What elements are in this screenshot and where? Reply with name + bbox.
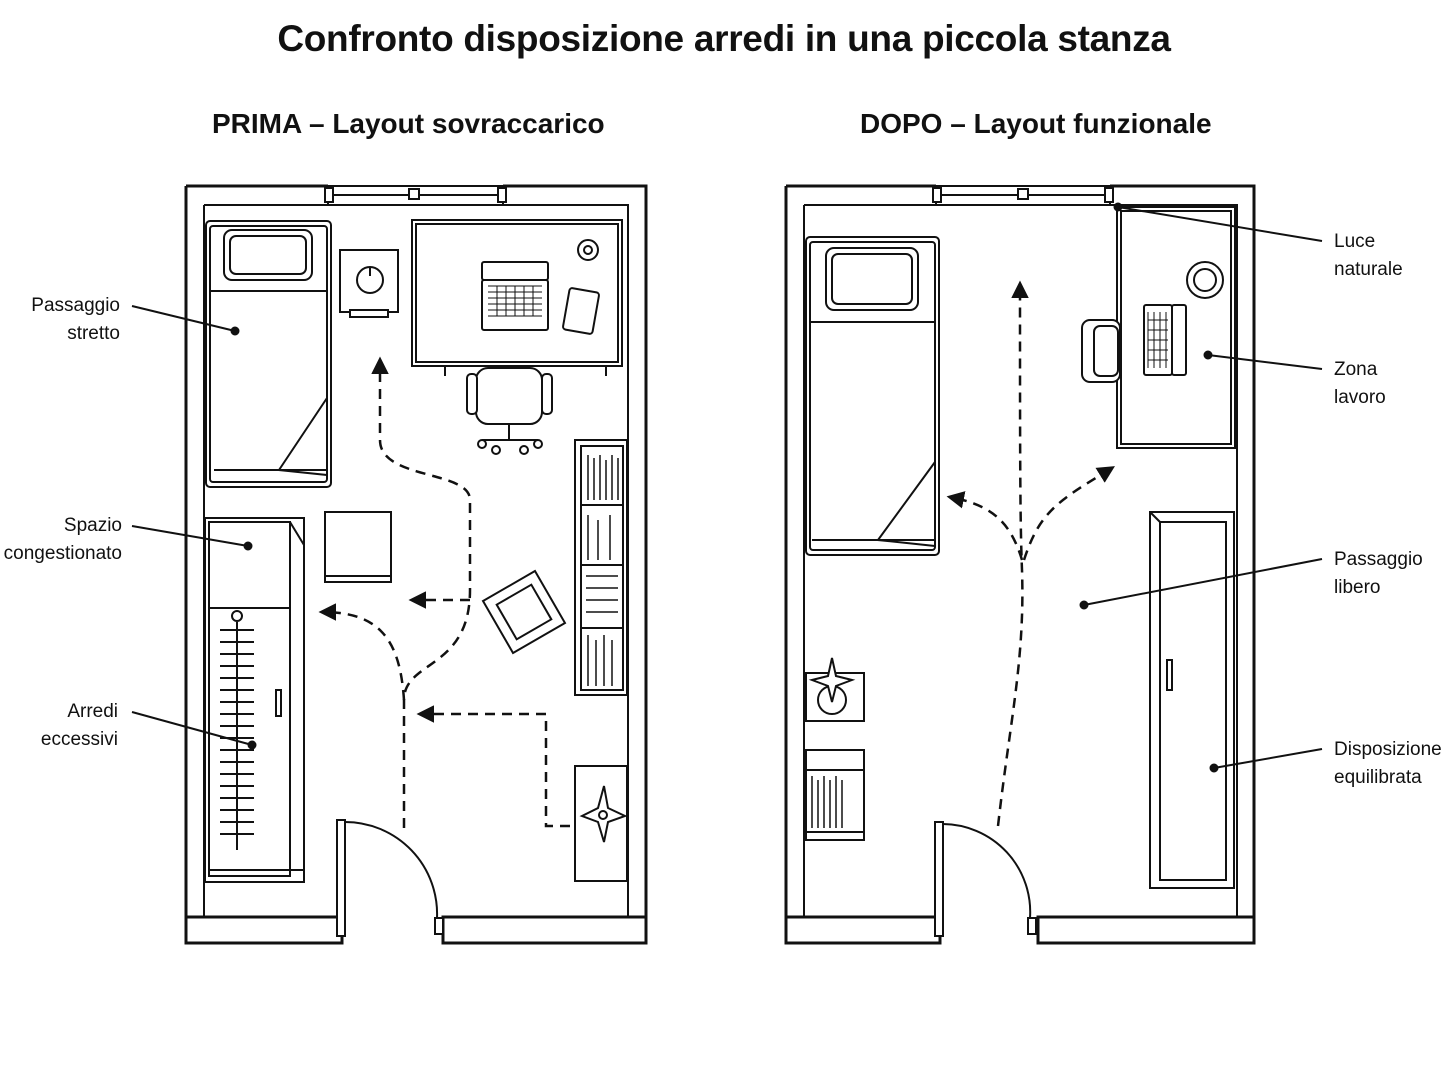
window — [932, 185, 1114, 206]
room-walls — [784, 184, 1256, 945]
desk — [411, 219, 623, 376]
small-shelf — [805, 749, 865, 841]
callout-line: eccessivi — [40, 729, 118, 750]
after-room — [784, 184, 1256, 945]
callout-line: equilibrata — [1334, 767, 1422, 788]
callout-line: libero — [1334, 577, 1381, 598]
before-room — [184, 184, 648, 945]
callout-balanced-layout: Disposizione equilibrata — [1334, 736, 1446, 792]
bed — [205, 220, 332, 488]
door — [336, 819, 444, 937]
circulation-paths — [318, 356, 570, 828]
callout-excess-furniture: Arredi eccessivi — [0, 698, 118, 754]
plant-stand — [805, 657, 865, 722]
nightstand — [339, 249, 399, 318]
callout-line: naturale — [1334, 259, 1403, 280]
callout-line: Spazio — [63, 515, 122, 536]
before-leaders — [131, 305, 257, 750]
callout-natural-light: Luce naturale — [1334, 228, 1444, 284]
ottoman — [324, 511, 392, 583]
room-walls — [184, 184, 648, 945]
callout-line: Luce — [1334, 231, 1376, 252]
desk — [1116, 206, 1236, 449]
circulation-paths — [946, 280, 1115, 827]
after-leaders — [1079, 202, 1323, 773]
door — [934, 821, 1037, 937]
callout-congested-space: Spazio congestionato — [0, 512, 122, 568]
wardrobe — [1149, 511, 1235, 889]
after-heading: DOPO – Layout funzionale — [860, 108, 1212, 139]
wardrobe — [204, 517, 305, 883]
window — [324, 185, 507, 206]
diagram-title: Confronto disposizione arredi in una pic… — [277, 18, 1171, 59]
desk-chair — [1081, 319, 1121, 383]
callout-line: Disposizione — [1334, 739, 1442, 760]
callout-line: Zona — [1334, 359, 1378, 380]
callout-line: stretto — [67, 323, 120, 344]
callout-line: Passaggio — [1334, 549, 1423, 570]
callout-work-zone: Zona lavoro — [1334, 356, 1444, 412]
callout-line: Arredi — [67, 701, 118, 722]
bookshelf — [574, 439, 628, 696]
armchair — [481, 569, 567, 655]
before-heading: PRIMA – Layout sovraccarico — [212, 108, 605, 139]
desk-chair — [466, 367, 553, 455]
callout-narrow-passage: Passaggio stretto — [0, 292, 120, 348]
callout-free-passage: Passaggio libero — [1334, 546, 1444, 602]
plant-cabinet — [574, 765, 628, 882]
callout-line: lavoro — [1334, 387, 1386, 408]
bed — [805, 236, 940, 556]
callout-line: Passaggio — [31, 295, 120, 316]
callout-line: congestionato — [3, 543, 122, 564]
